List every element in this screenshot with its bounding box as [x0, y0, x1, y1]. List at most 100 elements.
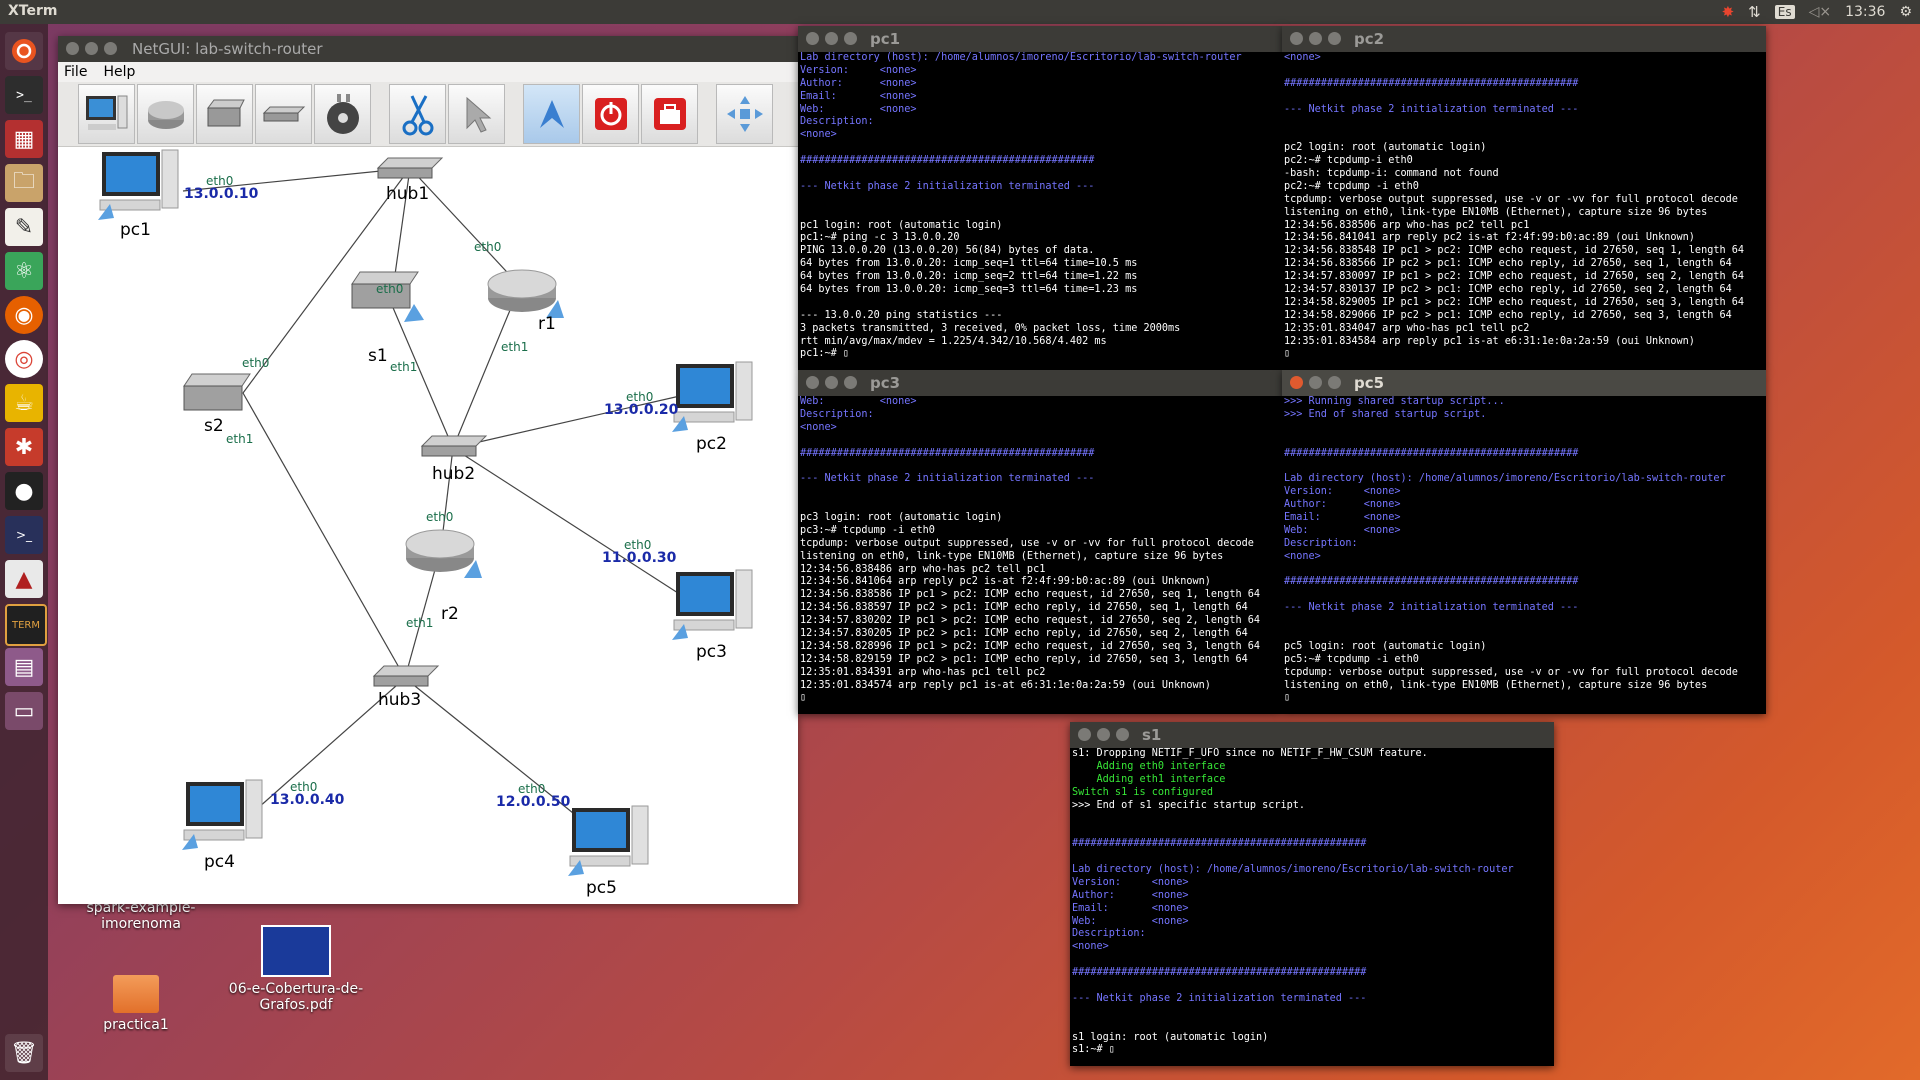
add-cd-button[interactable] — [314, 84, 371, 144]
minimize-button[interactable] — [85, 42, 98, 55]
add-router-button[interactable] — [137, 84, 194, 144]
system-monitor-icon[interactable]: ▦ — [5, 120, 43, 158]
terminal-window-pc2[interactable]: pc2 <none>##############################… — [1282, 26, 1766, 370]
pc3-computer-icon[interactable] — [670, 568, 760, 643]
terminal-window-pc5[interactable]: pc5 >>> Running shared startup script...… — [1282, 370, 1766, 714]
maximize-button[interactable] — [1328, 32, 1341, 45]
terminal-line: 12:34:57.830205 IP pc2 > pc1: ICMP echo … — [800, 628, 1248, 640]
xterm-active-icon[interactable]: TERM — [5, 604, 47, 646]
terminal-line: pc2 login: root (automatic login) — [1284, 142, 1487, 154]
terminal-output[interactable]: Web: <none>Description:<none>###########… — [800, 396, 1280, 712]
window-titlebar[interactable]: pc1 — [798, 26, 1282, 52]
maximize-button[interactable] — [844, 32, 857, 45]
minimize-button[interactable] — [825, 376, 838, 389]
minimize-button[interactable] — [1309, 376, 1322, 389]
toolbar — [58, 82, 798, 147]
hub1-hub-icon[interactable] — [376, 152, 446, 186]
volume-icon[interactable]: ◁× — [1808, 4, 1832, 20]
menu-file[interactable]: File — [64, 64, 88, 80]
window-titlebar[interactable]: pc2 — [1282, 26, 1766, 52]
terminal-output[interactable]: Lab directory (host): /home/alumnos/imor… — [800, 52, 1280, 368]
terminal-line — [1072, 851, 1552, 864]
terminal-output[interactable]: <none>##################################… — [1284, 52, 1764, 368]
terminal-window-pc3[interactable]: pc3 Web: <none>Description:<none>#######… — [798, 370, 1282, 714]
s2-switch-icon[interactable] — [180, 370, 260, 420]
hub2-hub-icon[interactable] — [420, 430, 490, 464]
top-panel: XTerm ✸ ⇅ Es ◁× 13:36 ⚙ — [0, 0, 1920, 24]
s1-switch-icon[interactable] — [348, 268, 428, 326]
maximize-button[interactable] — [1328, 376, 1341, 389]
move-button[interactable] — [716, 84, 773, 144]
trash-icon[interactable]: 🗑 — [5, 1034, 43, 1072]
terminal-line: -bash: tcpdump-i: command not found — [1284, 168, 1499, 180]
terminal-output[interactable]: s1: Dropping NETIF_F_UFO since no NETIF_… — [1072, 748, 1552, 1064]
close-button[interactable] — [1078, 728, 1091, 741]
minimize-button[interactable] — [1097, 728, 1110, 741]
r1-router-icon[interactable] — [486, 260, 566, 322]
firefox-icon[interactable]: ◉ — [5, 296, 43, 334]
hub3-hub-icon[interactable] — [372, 660, 442, 694]
terminal-line — [1072, 1006, 1552, 1019]
app-icon-red[interactable]: ▲ — [5, 560, 43, 598]
workspace-switcher-icon[interactable]: ▤ — [5, 648, 43, 686]
maximize-button[interactable] — [844, 376, 857, 389]
folder-icon — [113, 975, 159, 1013]
app-icon-green[interactable]: ⚛ — [5, 252, 43, 290]
maximize-button[interactable] — [104, 42, 117, 55]
add-hub-button[interactable] — [255, 84, 312, 144]
start-button[interactable] — [523, 84, 580, 144]
terminal-line: pc1:~# ping -c 3 13.0.0.20 — [800, 232, 960, 244]
window-list-icon[interactable]: ▭ — [5, 692, 43, 730]
xterm-launcher-icon[interactable]: >_ — [5, 516, 43, 554]
camera-app-icon[interactable]: ● — [5, 472, 43, 510]
java-app-icon[interactable]: ☕ — [5, 384, 43, 422]
desktop-icon-spark-example[interactable]: spark-example- imorenoma — [86, 900, 196, 932]
ubuntu-dash-icon[interactable] — [5, 32, 43, 70]
pc5-computer-icon[interactable] — [566, 804, 656, 879]
select-button[interactable] — [448, 84, 505, 144]
iface-label: eth0 — [376, 282, 404, 296]
terminal-window-pc1[interactable]: pc1 Lab directory (host): /home/alumnos/… — [798, 26, 1282, 370]
pc1-computer-icon[interactable] — [96, 148, 186, 223]
chrome-icon[interactable]: ◎ — [5, 340, 43, 378]
window-titlebar[interactable]: pc5 — [1282, 370, 1766, 396]
close-button[interactable] — [806, 376, 819, 389]
desktop-icon-practica1[interactable]: practica1 — [86, 975, 186, 1033]
pc4-computer-icon[interactable] — [180, 778, 270, 853]
keyboard-layout-indicator[interactable]: Es — [1774, 5, 1795, 19]
gear-icon[interactable]: ⚙ — [1899, 4, 1912, 20]
network-icon[interactable]: ⇅ — [1748, 3, 1761, 21]
maximize-button[interactable] — [1116, 728, 1129, 741]
pc2-computer-icon[interactable] — [670, 360, 760, 435]
r2-router-icon[interactable] — [404, 520, 484, 582]
terminal-line: 12:35:01.834584 arp reply pc1 is-at e6:3… — [1284, 335, 1695, 347]
cut-button[interactable] — [389, 84, 446, 144]
close-button[interactable] — [1290, 32, 1303, 45]
terminal-window-s1[interactable]: s1 s1: Dropping NETIF_F_UFO since no NET… — [1070, 722, 1554, 1066]
window-titlebar[interactable]: s1 — [1070, 722, 1554, 748]
text-editor-icon[interactable]: ✎ — [5, 208, 43, 246]
add-switch-button[interactable] — [196, 84, 253, 144]
minimize-button[interactable] — [1309, 32, 1322, 45]
network-canvas[interactable]: pc1 hub1 r1 s1 s2 hub2 pc2 r2 pc3 hub3 p… — [58, 148, 798, 904]
menu-help[interactable]: Help — [103, 64, 136, 80]
window-titlebar[interactable]: NetGUI: lab-switch-router — [58, 36, 798, 62]
window-titlebar[interactable]: pc3 — [798, 370, 1282, 396]
settings-tools-icon[interactable]: ✱ — [5, 428, 43, 466]
minimize-button[interactable] — [825, 32, 838, 45]
desktop-icon-pdf[interactable]: 06-e-Cobertura-de- Grafos.pdf — [226, 925, 366, 1013]
terminal-icon[interactable]: >_ — [5, 76, 43, 114]
add-terminal-button[interactable] — [78, 84, 135, 144]
stop-button[interactable] — [582, 84, 639, 144]
toolbox-button[interactable] — [641, 84, 698, 144]
clock[interactable]: 13:36 — [1845, 4, 1886, 20]
dropbox-icon[interactable]: ✸ — [1721, 3, 1735, 21]
terminal-line — [1072, 980, 1552, 993]
files-icon[interactable]: 🗀 — [5, 164, 43, 202]
terminal-output[interactable]: >>> Running shared startup script...>>> … — [1284, 396, 1764, 712]
close-button[interactable] — [1290, 376, 1303, 389]
close-button[interactable] — [66, 42, 79, 55]
start-arrow-icon — [539, 100, 564, 128]
close-button[interactable] — [806, 32, 819, 45]
terminal-line: Email: <none> — [1284, 512, 1401, 524]
